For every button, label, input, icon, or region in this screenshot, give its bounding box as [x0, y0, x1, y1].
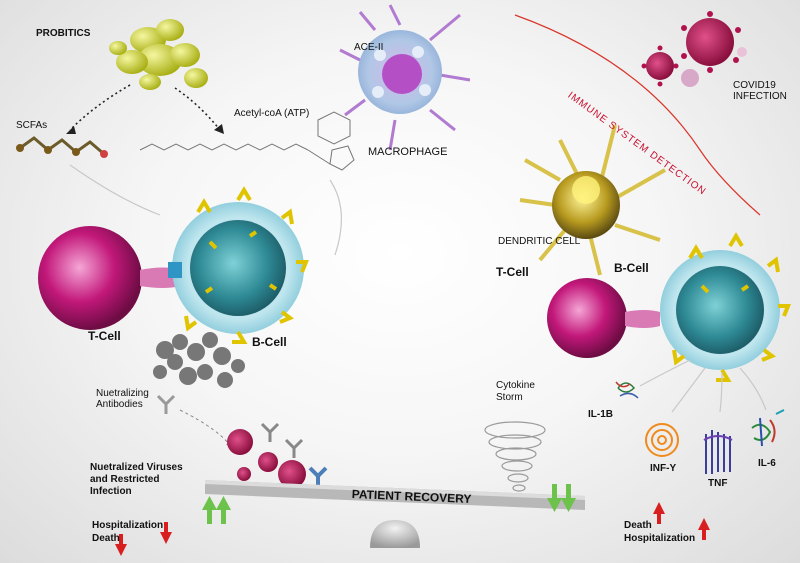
death-right-label: Death — [624, 520, 652, 531]
macrophage-label: MACROPHAGE — [368, 146, 448, 158]
tnf-protein — [703, 430, 733, 474]
green-down-arrows — [547, 484, 576, 512]
neutralizing-antibodies-label-2: Antibodies — [96, 399, 143, 410]
arrow-acetyl-to-cells — [329, 179, 343, 256]
tcell-right-label: T-Cell — [496, 265, 529, 279]
probiotics-cluster — [109, 19, 208, 90]
dendritic-cell — [519, 124, 666, 276]
bcell-right-label: B-Cell — [614, 261, 649, 275]
cytokine-storm-label-1: Cytokine — [496, 380, 535, 391]
hospitalization-left-label: Hospitalization — [92, 520, 164, 531]
covid-virus-group — [641, 11, 747, 87]
neutralized-viruses-label-3: Infection — [90, 486, 132, 497]
il6-label: IL-6 — [758, 458, 776, 469]
macrophage-cell — [339, 4, 471, 151]
death-left-label: Death — [92, 533, 120, 544]
antibody-small — [156, 394, 176, 414]
scfas-label: SCFAs — [16, 120, 48, 131]
covid19-label: COVID19 — [733, 80, 776, 91]
probiotics-label: PROBITICS — [36, 28, 91, 39]
antibody-cluster — [153, 332, 245, 388]
infy-label: INF-Y — [650, 463, 677, 474]
red-down-arrows-left — [115, 522, 172, 556]
neutralized-viruses — [227, 422, 328, 488]
ace2-label: ACE-II — [354, 42, 384, 53]
acetyl-coa-label: Acetyl-coA (ATP) — [234, 108, 310, 119]
arrow-to-scfas — [69, 84, 131, 131]
cytokine-storm-tornado — [484, 421, 546, 492]
arrow-scfa-to-cells — [69, 164, 161, 216]
neutralized-viruses-label-2: and Restricted — [90, 474, 160, 485]
il1b-label: IL-1B — [588, 409, 613, 420]
bcell-to-cytokine-arrows — [639, 359, 767, 413]
neutralized-viruses-label-1: Nuetralized Viruses — [90, 462, 183, 473]
green-up-arrows — [202, 496, 231, 524]
cytokine-storm-label-2: Storm — [496, 392, 523, 403]
infy-protein — [645, 423, 679, 457]
scfa-molecule — [16, 136, 108, 158]
tnf-label: TNF — [708, 478, 728, 489]
immune-detection-curve — [514, 14, 761, 216]
dendritic-cell-label: DENDRITIC CELL — [498, 236, 581, 247]
right-tcell-bcell-synapse — [547, 232, 791, 382]
seesaw-balance — [205, 480, 585, 548]
acetyl-coa-structure — [139, 111, 355, 171]
neutralizing-antibodies-label-1: Nuetralizing — [96, 388, 149, 399]
red-up-arrows-right — [653, 502, 710, 540]
arrow-antibodies-to-viruses — [179, 409, 233, 449]
tcell-left-label: T-Cell — [88, 329, 121, 343]
il1b-protein — [615, 381, 639, 399]
infection-label: INFECTION — [733, 91, 787, 102]
arrow-to-acetyl — [174, 87, 221, 131]
hospitalization-right-label: Hospitalization — [624, 533, 696, 544]
left-tcell-bcell-synapse — [38, 186, 309, 344]
il6-protein — [751, 409, 785, 447]
bcell-left-label: B-Cell — [252, 335, 287, 349]
